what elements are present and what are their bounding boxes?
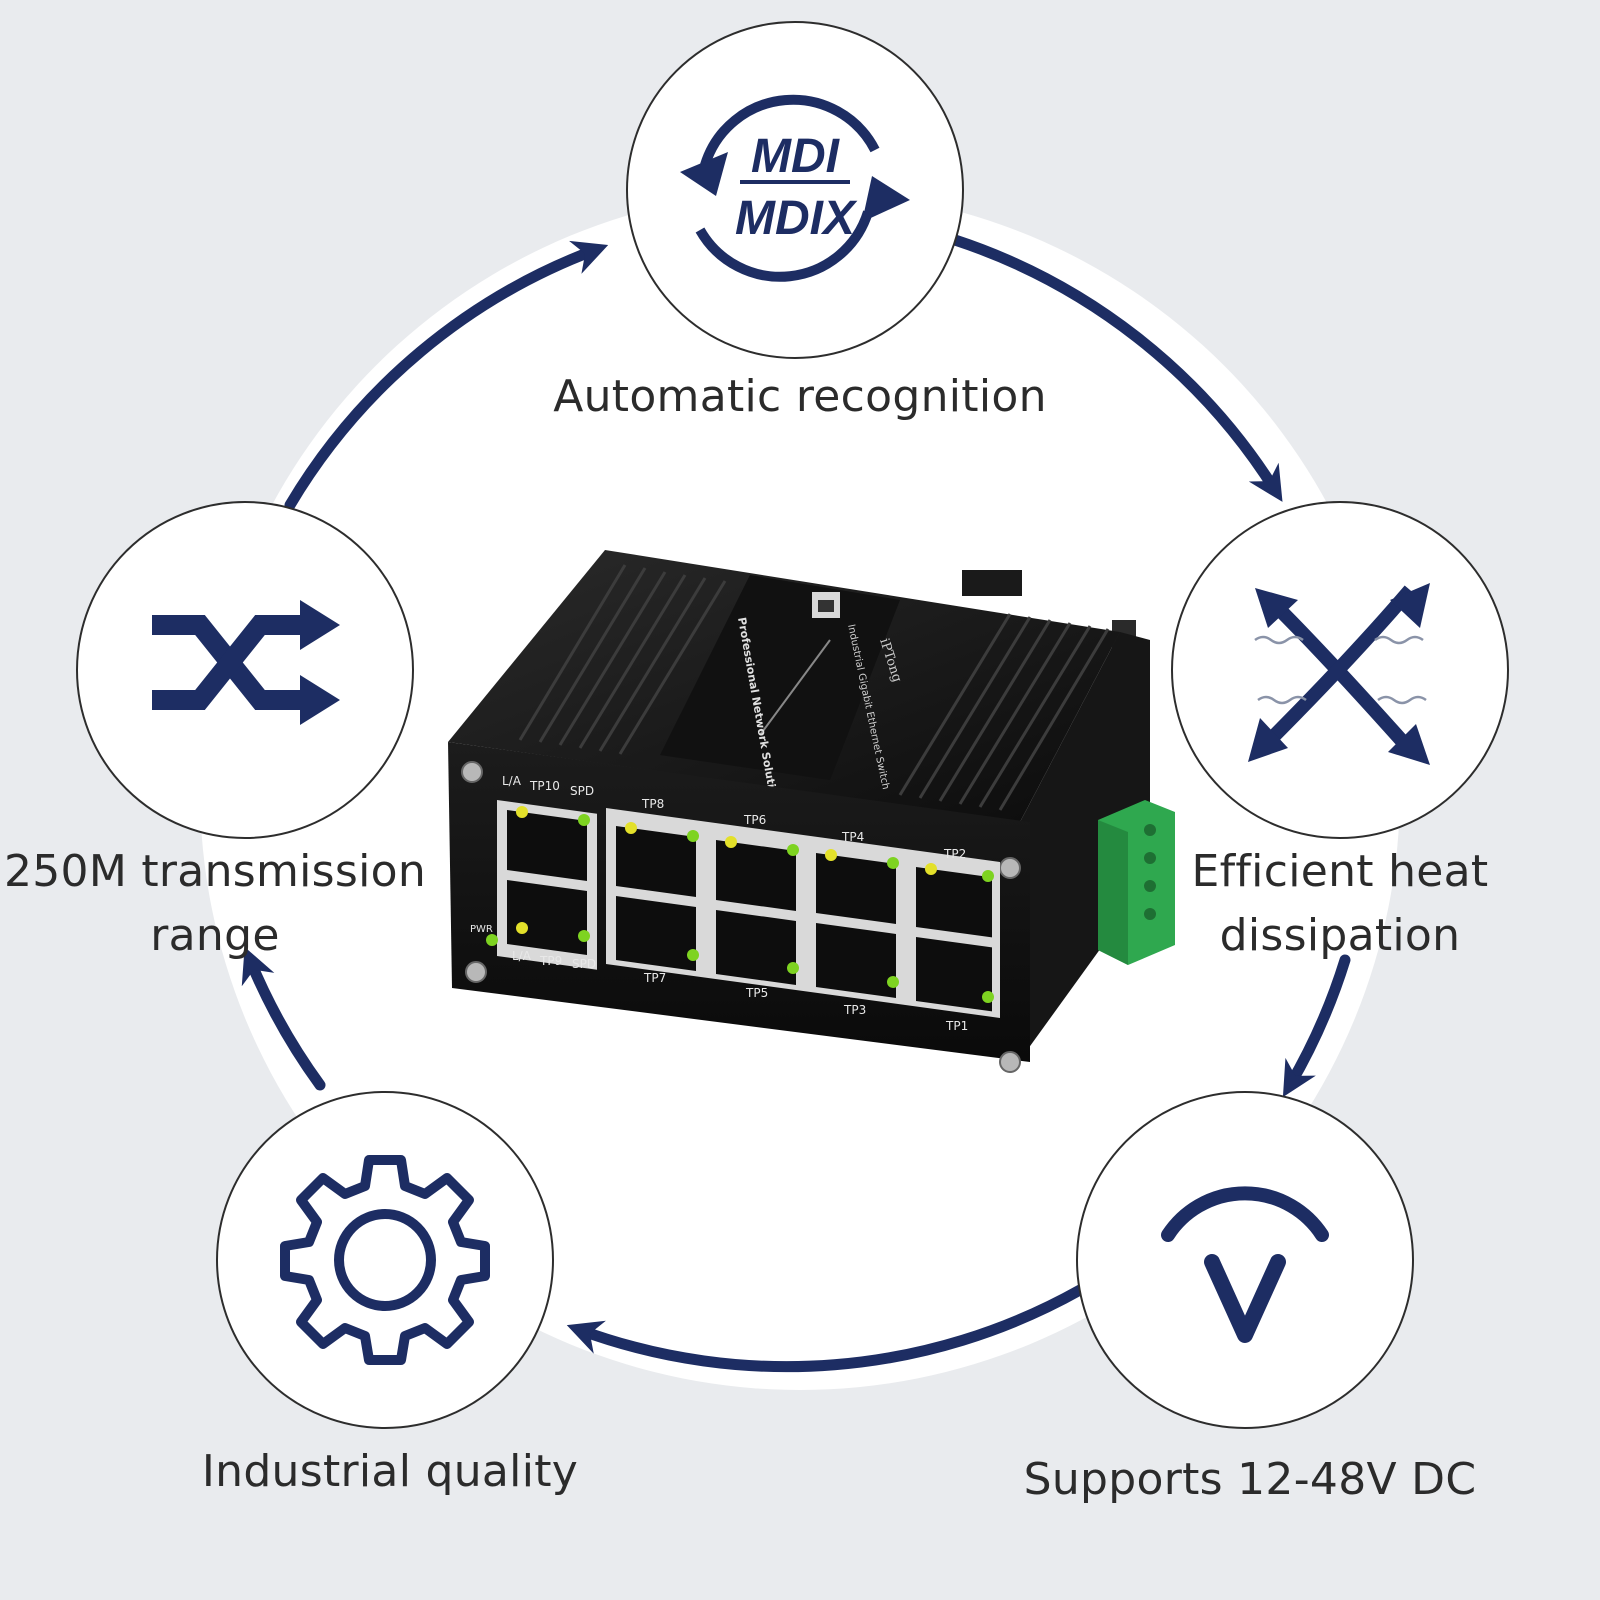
voltage-text: Supports 12-48V DC: [1023, 1454, 1477, 1505]
port-label-tp6: TP6: [743, 813, 766, 827]
arrow-mdi-to-heat: [949, 234, 1283, 502]
transmission-range-line2: range: [150, 910, 280, 961]
industrial-switch-device: iPTong Industrial Gigabit Ethernet Switc…: [448, 550, 1175, 1073]
transmission-range-line1: 250M transmission: [3, 846, 427, 897]
spd-top-label: SPD: [570, 784, 594, 798]
port-label-tp8: TP8: [641, 797, 664, 811]
automatic-recognition-label: Automatic recognition: [500, 365, 1100, 429]
pwr-led: [486, 934, 498, 946]
heat-dissipation-line1: Efficient heat: [1191, 846, 1489, 897]
arrow-heat-to-voltage: [1282, 954, 1351, 1098]
device-right-side: [1020, 632, 1150, 1060]
port-label-tp10: TP10: [529, 779, 560, 793]
industrial-quality-label: Industrial quality: [170, 1440, 610, 1504]
device-screws: [461, 761, 1021, 1073]
heat-dissipation-line2: dissipation: [1219, 910, 1461, 961]
spd-bottom-label: SPD: [572, 957, 596, 971]
port-label-tp5: TP5: [745, 986, 768, 1000]
cycle-arrows: [241, 234, 1351, 1373]
la-top-label: L/A: [502, 774, 522, 788]
mdi-mdix-icon: MDI MDIX: [680, 94, 910, 282]
port-label-tp4: TP4: [841, 830, 864, 844]
mdix-text: MDIX: [735, 192, 858, 245]
rj45-ports: [507, 809, 992, 1012]
automatic-recognition-text: Automatic recognition: [553, 371, 1047, 422]
voltage-icon: [1161, 1186, 1329, 1343]
port-label-tp9: TP9: [539, 954, 562, 968]
port-label-tp2: TP2: [943, 847, 966, 861]
voltage-label: Supports 12-48V DC: [990, 1448, 1510, 1512]
mdi-text: MDI: [751, 130, 841, 183]
transmission-range-label: 250M transmission range: [0, 840, 430, 968]
arrow-industrial-to-range: [241, 946, 326, 1091]
industrial-quality-text: Industrial quality: [201, 1446, 579, 1497]
power-terminal-block: [1098, 800, 1175, 965]
mdi-circle: [626, 21, 964, 359]
port-label-tp7: TP7: [643, 971, 666, 985]
device-fins: [518, 564, 1110, 811]
port-leds: [486, 806, 994, 1003]
port-label-tp1: TP1: [945, 1019, 968, 1033]
pwr-label: PWR: [470, 924, 493, 935]
arrow-range-to-mdi: [284, 240, 609, 511]
la-bottom-label: L/A: [512, 949, 532, 963]
arrow-voltage-to-industrial: [566, 1284, 1086, 1373]
voltage-circle: [1076, 1091, 1414, 1429]
industrial-circle: [216, 1091, 554, 1429]
gear-icon: [280, 1155, 490, 1365]
heat-dissipation-icon: [1248, 583, 1430, 765]
shuffle-icon: [152, 600, 340, 725]
heat-dissipation-label: Efficient heat dissipation: [1160, 840, 1520, 968]
port-label-tp3: TP3: [843, 1003, 866, 1017]
